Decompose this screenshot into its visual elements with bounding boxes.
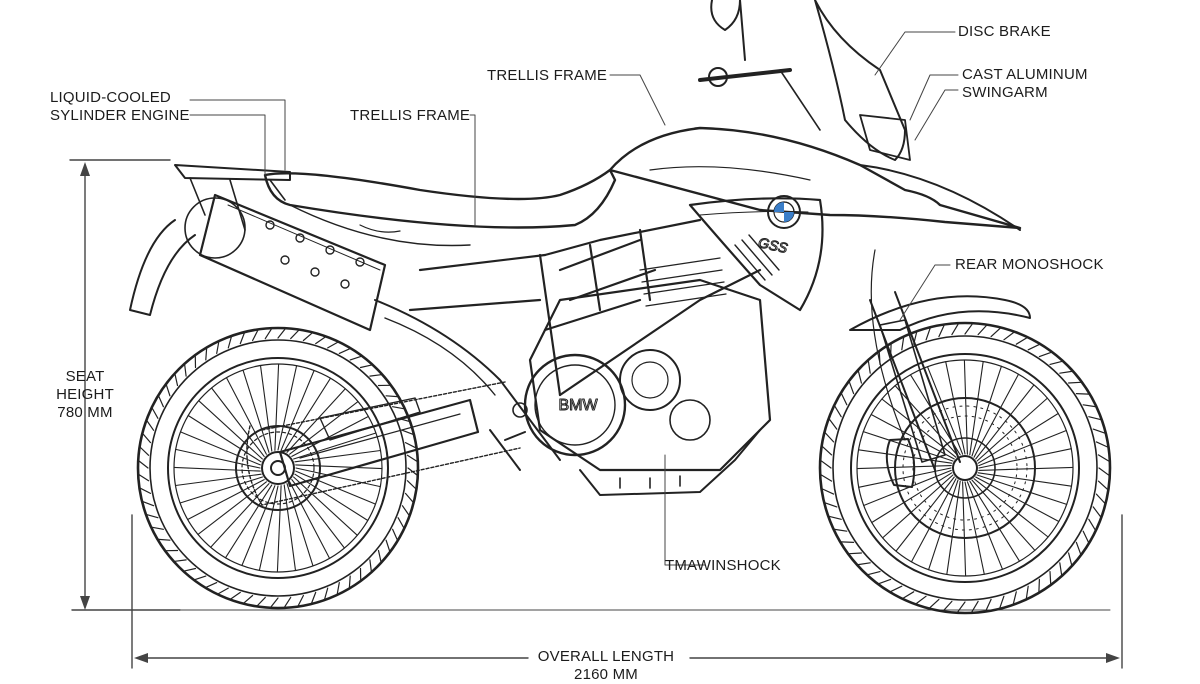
dimension-lines	[70, 160, 1122, 668]
label-rear-monoshock: REAR MONOSHOCK	[955, 256, 1104, 274]
label-line: OVERALL LENGTH	[526, 648, 686, 666]
label-line: SYLINDER ENGINE	[50, 107, 190, 125]
label-overall-length: OVERALL LENGTH 2160 MM	[526, 648, 686, 684]
label-trellis-frame: TRELLIS FRAME	[350, 107, 470, 125]
side-panel-text: GSS	[757, 234, 790, 256]
label-cast-aluminum-swingarm: CAST ALUMINUM SWINGARM	[962, 66, 1088, 102]
label-disc-brake: DISC BRAKE	[958, 23, 1051, 41]
label-trellis-frame-top: TRELLIS FRAME	[487, 67, 607, 85]
engine-cover-text: BMW	[558, 397, 598, 414]
label-line: LIQUID-COOLED	[50, 89, 190, 107]
label-tmawinshock: TMAWINSHOCK	[665, 557, 781, 575]
rear-wheel	[138, 328, 418, 608]
label-seat-height: SEAT HEIGHT 780 MM	[45, 368, 125, 422]
label-line: CAST ALUMINUM	[962, 66, 1088, 84]
label-line: SEAT	[45, 368, 125, 386]
seat	[265, 170, 615, 246]
label-line: SWINGARM	[962, 84, 1088, 102]
front-wheel	[820, 323, 1110, 613]
label-line: 2160 MM	[526, 666, 686, 684]
label-liquid-cooled-engine: LIQUID-COOLED SYLINDER ENGINE	[50, 89, 190, 125]
label-line: HEIGHT	[45, 386, 125, 404]
label-line: 780 MM	[45, 404, 125, 422]
tail-section	[130, 165, 560, 460]
engine	[490, 258, 770, 495]
trellis-frame	[410, 220, 760, 395]
